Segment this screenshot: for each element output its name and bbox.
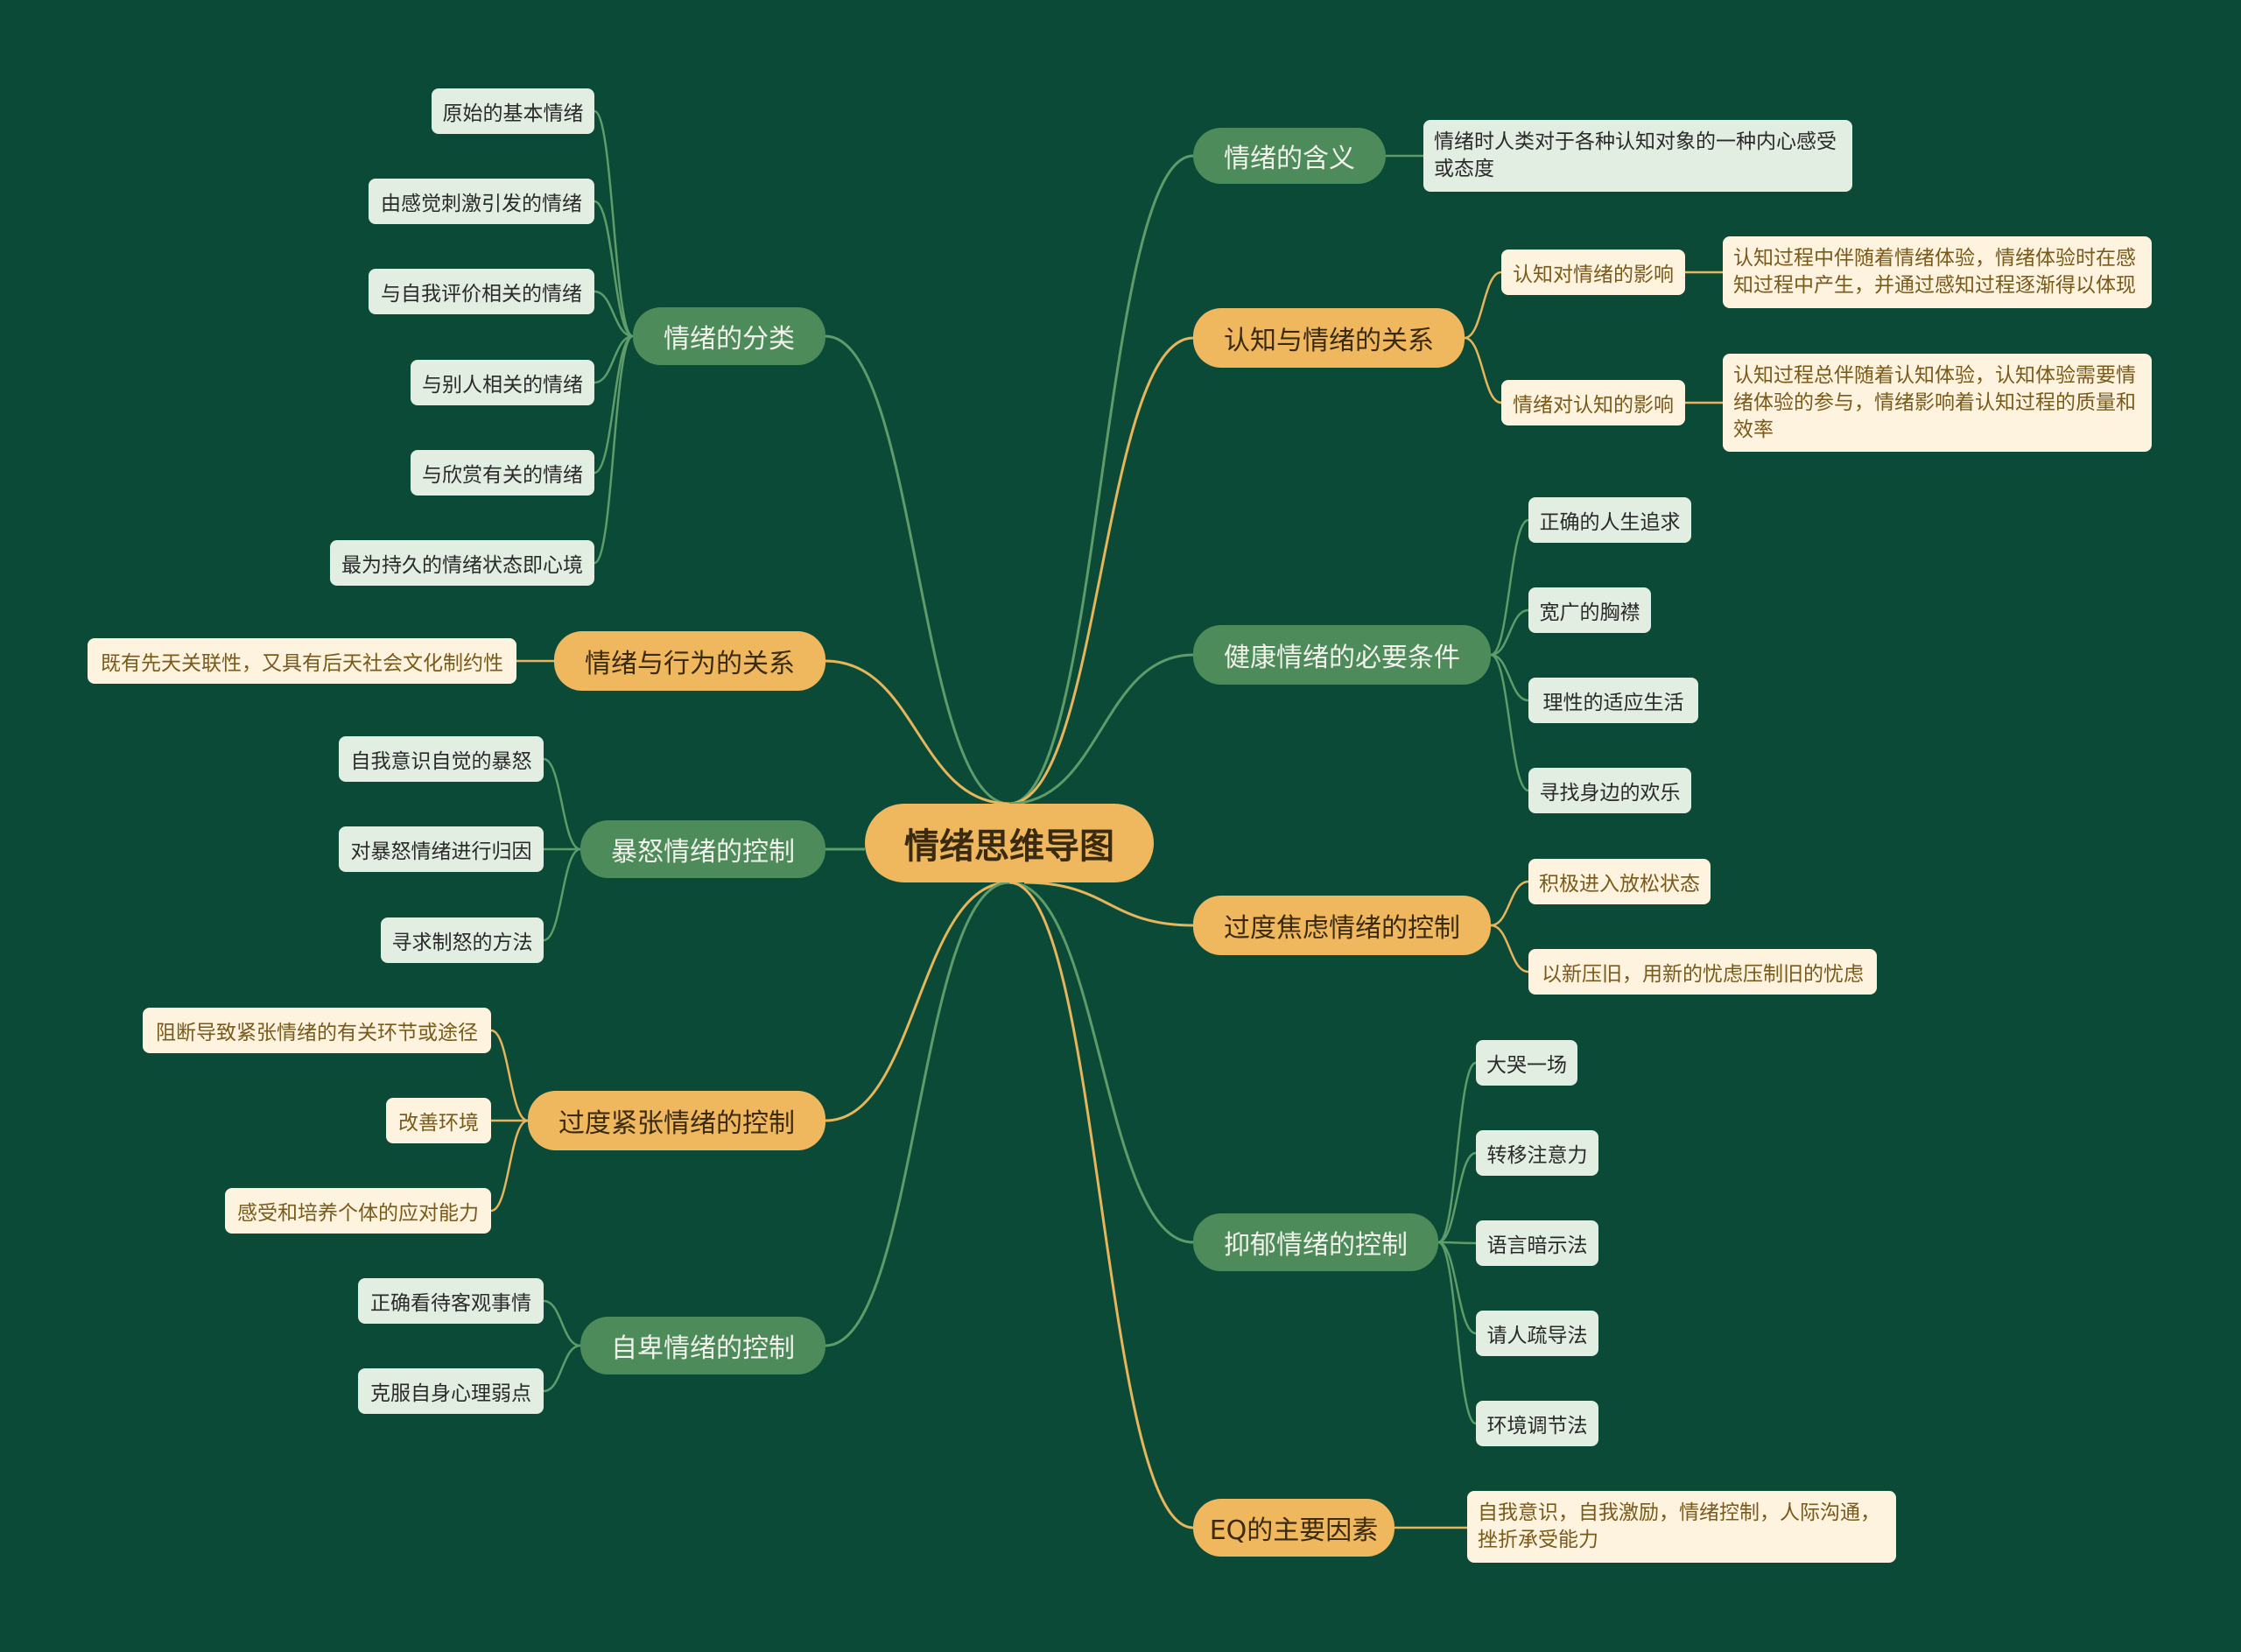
link-root-behavior xyxy=(825,659,1010,805)
behavior-note[interactable]: 既有先天关联性，又具有后天社会文化制约性 xyxy=(88,638,516,684)
link-anxiety-leaf xyxy=(1490,924,1529,974)
link-depression-leaf xyxy=(1437,1061,1477,1244)
tension-item[interactable]: 改善环境 xyxy=(386,1098,491,1143)
link-classify-leaf xyxy=(594,109,634,338)
link-inferior-leaf xyxy=(543,1299,581,1347)
link-root-inferior xyxy=(825,881,1010,1347)
link-classify-leaf xyxy=(594,334,634,475)
eq-factors[interactable]: 自我意识，自我激励，情绪控制，人际沟通，挫折承受能力 xyxy=(1467,1491,1896,1563)
link-tension-leaf xyxy=(490,1029,529,1122)
classify-item[interactable]: 最为持久的情绪状态即心境 xyxy=(330,540,594,586)
link-root-anxiety xyxy=(1023,881,1194,927)
emotion-effect[interactable]: 情绪对认知的影响 xyxy=(1501,380,1685,425)
anger-item[interactable]: 自我意识自觉的暴怒 xyxy=(339,736,544,782)
link-cog-sub xyxy=(1464,271,1502,340)
classify-item[interactable]: 与别人相关的情绪 xyxy=(411,360,594,405)
healthy-item[interactable]: 正确的人生追求 xyxy=(1528,497,1691,543)
branch-behavior[interactable]: 情绪与行为的关系 xyxy=(554,631,825,691)
emotion-effect-note[interactable]: 认知过程总伴随着认知体验，认知体验需要情绪体验的参与，情绪影响着认知过程的质量和… xyxy=(1723,354,2152,452)
depression-item[interactable]: 大哭一场 xyxy=(1476,1040,1577,1086)
depression-item[interactable]: 环境调节法 xyxy=(1476,1401,1598,1446)
classify-item[interactable]: 原始的基本情绪 xyxy=(432,88,594,134)
link-anxiety-leaf xyxy=(1490,880,1529,927)
link-healthy-leaf xyxy=(1490,653,1529,792)
link-anger-leaf xyxy=(543,847,581,942)
anxiety-item[interactable]: 积极进入放松状态 xyxy=(1528,859,1711,904)
branch-tension[interactable]: 过度紧张情绪的控制 xyxy=(528,1091,825,1150)
branch-inferior[interactable]: 自卑情绪的控制 xyxy=(580,1317,825,1374)
tension-item[interactable]: 感受和培养个体的应对能力 xyxy=(225,1188,491,1234)
link-tension-leaf xyxy=(490,1119,529,1213)
link-depression-leaf xyxy=(1437,1241,1477,1245)
inferior-item[interactable]: 正确看待客观事情 xyxy=(358,1278,544,1324)
branch-depression[interactable]: 抑郁情绪的控制 xyxy=(1193,1213,1438,1271)
branch-meaning[interactable]: 情绪的含义 xyxy=(1193,128,1386,184)
cognition-effect-note[interactable]: 认知过程中伴随着情绪体验，情绪体验时在感知过程中产生，并通过感知过程逐渐得以体现 xyxy=(1723,236,2152,308)
link-anger-leaf xyxy=(543,757,581,851)
anger-item[interactable]: 寻求制怒的方法 xyxy=(381,917,544,963)
tension-item[interactable]: 阻断导致紧张情绪的有关环节或途径 xyxy=(143,1008,491,1053)
link-depression-leaf xyxy=(1437,1241,1477,1335)
link-classify-leaf xyxy=(594,290,634,338)
link-classify-leaf xyxy=(594,334,634,565)
classify-item[interactable]: 与自我评价相关的情绪 xyxy=(369,269,594,314)
healthy-item[interactable]: 理性的适应生活 xyxy=(1528,678,1698,723)
branch-classify[interactable]: 情绪的分类 xyxy=(633,307,825,365)
branch-anger[interactable]: 暴怒情绪的控制 xyxy=(580,820,825,878)
link-root-healthy xyxy=(1008,653,1194,805)
link-healthy-leaf xyxy=(1490,608,1529,657)
depression-item[interactable]: 语言暗示法 xyxy=(1476,1220,1598,1266)
link-root-classify xyxy=(825,334,1010,805)
link-healthy-leaf xyxy=(1490,653,1529,702)
healthy-item[interactable]: 寻找身边的欢乐 xyxy=(1528,768,1691,813)
link-cog-sub xyxy=(1464,336,1502,404)
depression-item[interactable]: 转移注意力 xyxy=(1476,1130,1598,1176)
healthy-item[interactable]: 宽广的胸襟 xyxy=(1528,587,1651,633)
link-root-tension xyxy=(825,881,1010,1122)
link-root-eq xyxy=(1008,881,1194,1529)
meaning-definition[interactable]: 情绪时人类对于各种认知对象的一种内心感受或态度 xyxy=(1423,120,1852,192)
link-root-depression xyxy=(1008,881,1194,1244)
classify-item[interactable]: 与欣赏有关的情绪 xyxy=(411,450,594,496)
inferior-item[interactable]: 克服自身心理弱点 xyxy=(358,1368,544,1414)
anxiety-item[interactable]: 以新压旧，用新的忧虑压制旧的忧虑 xyxy=(1528,949,1877,995)
link-classify-leaf xyxy=(594,200,634,338)
link-classify-leaf xyxy=(594,334,634,384)
link-root-meaning xyxy=(1008,154,1194,805)
link-depression-leaf xyxy=(1437,1151,1477,1244)
link-inferior-leaf xyxy=(543,1344,581,1393)
depression-item[interactable]: 请人疏导法 xyxy=(1476,1311,1598,1356)
link-root-cognition xyxy=(1008,336,1194,805)
cognition-effect[interactable]: 认知对情绪的影响 xyxy=(1501,250,1685,295)
branch-eq[interactable]: EQ的主要因素 xyxy=(1193,1499,1394,1557)
anger-item[interactable]: 对暴怒情绪进行归因 xyxy=(339,826,544,872)
root-topic[interactable]: 情绪思维导图 xyxy=(865,804,1154,882)
branch-cognition[interactable]: 认知与情绪的关系 xyxy=(1193,308,1465,368)
link-healthy-leaf xyxy=(1490,518,1529,657)
classify-item[interactable]: 由感觉刺激引发的情绪 xyxy=(369,179,594,224)
branch-healthy[interactable]: 健康情绪的必要条件 xyxy=(1193,625,1491,685)
branch-anxiety[interactable]: 过度焦虑情绪的控制 xyxy=(1193,896,1491,955)
link-depression-leaf xyxy=(1437,1241,1477,1425)
